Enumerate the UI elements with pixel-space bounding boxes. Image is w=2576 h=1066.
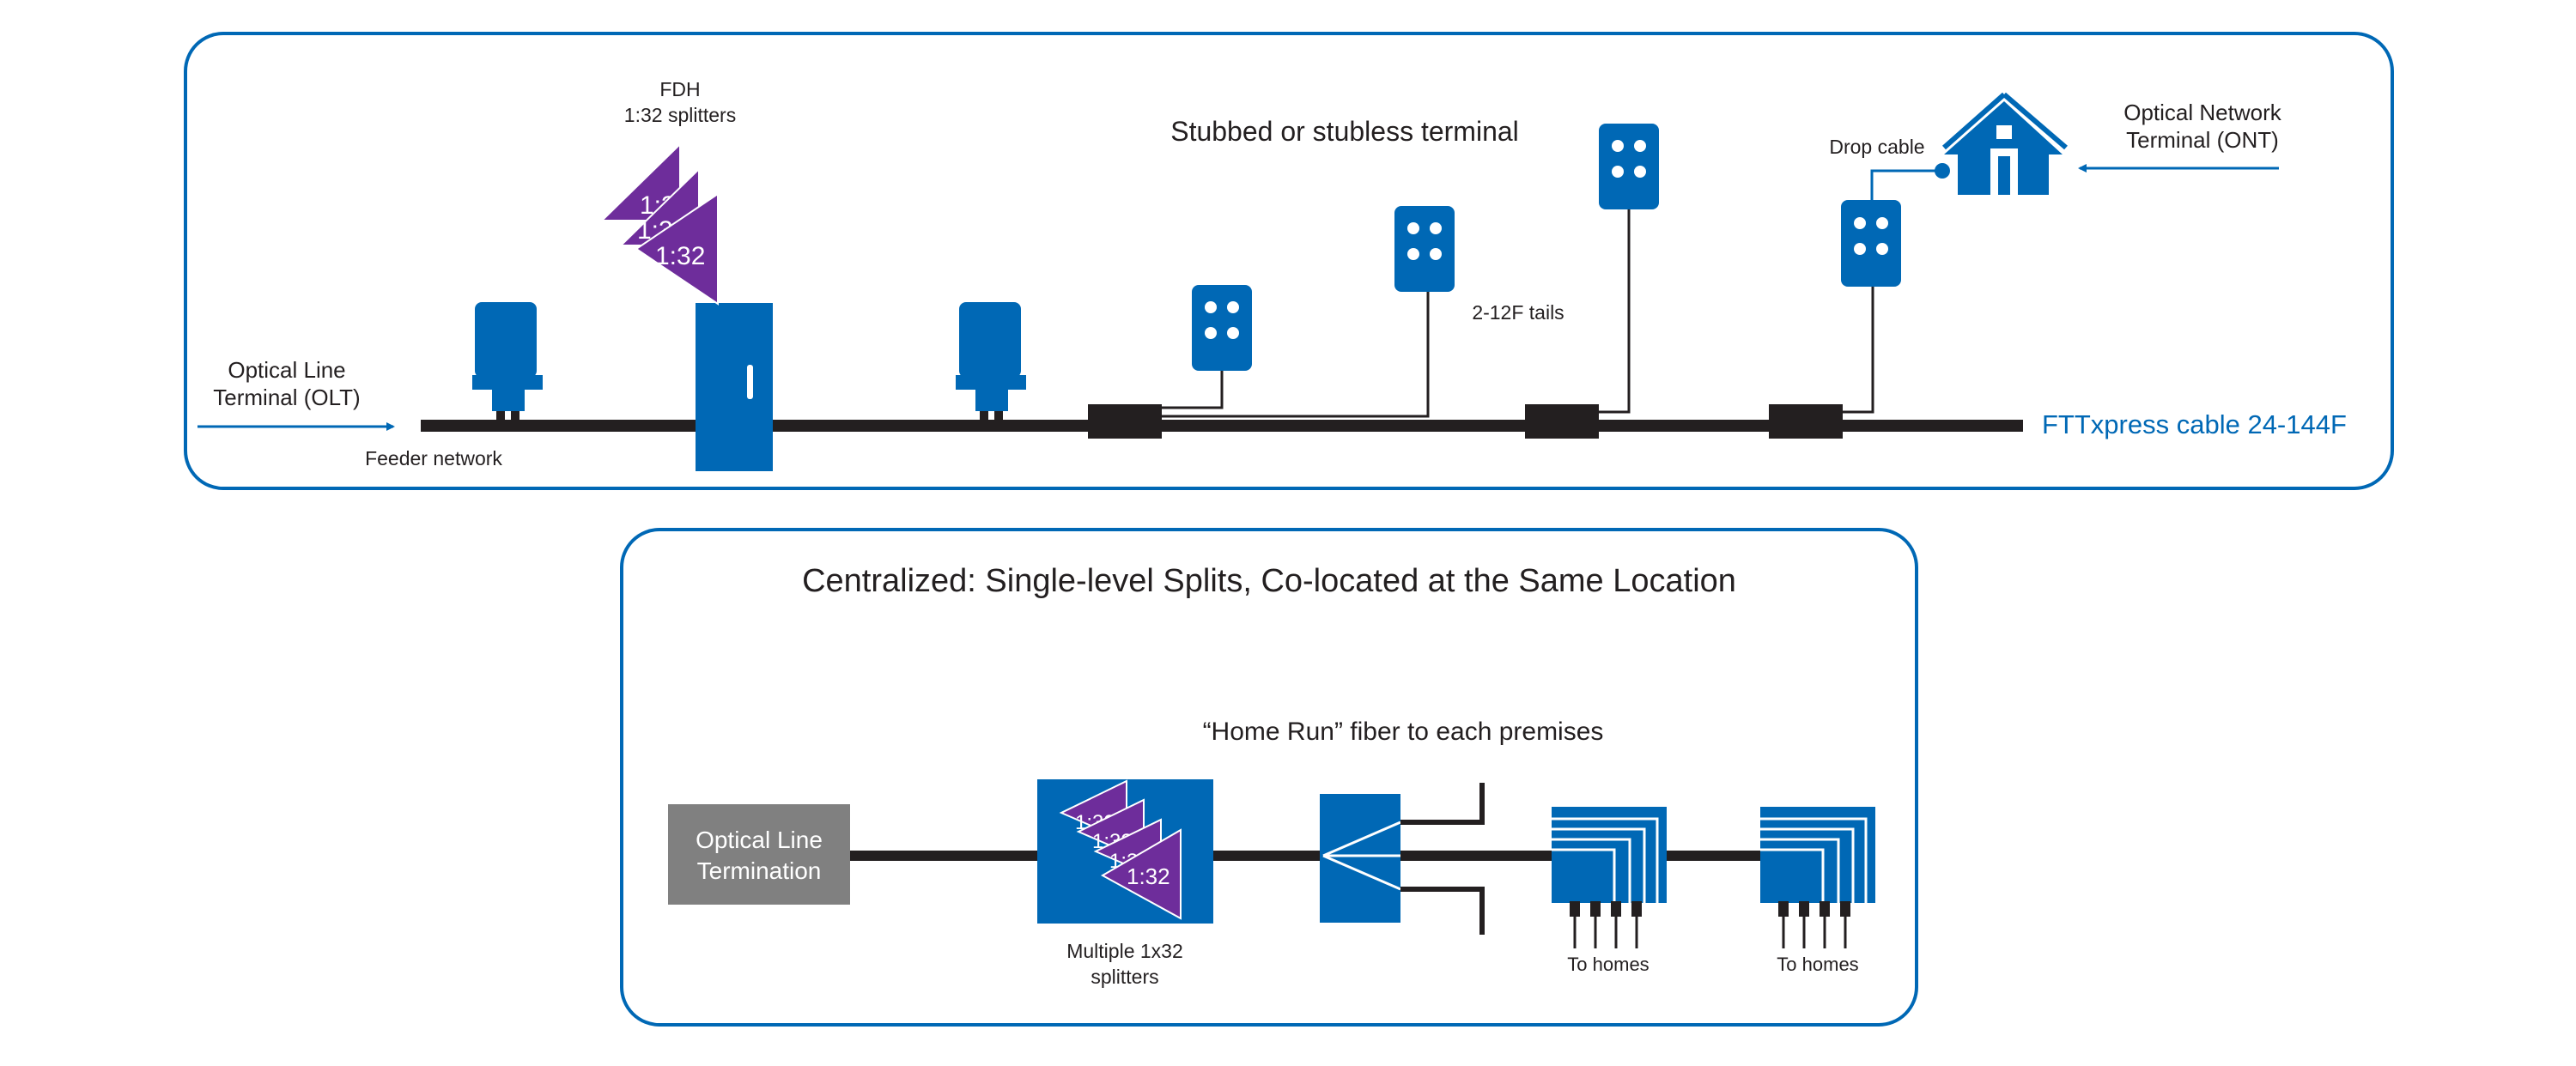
tail-line <box>1599 209 1631 414</box>
drop-cable-line <box>1870 169 1942 200</box>
tail-line <box>1162 292 1430 418</box>
pedestal-icon <box>472 302 543 425</box>
to-homes-label-1: To homes <box>1567 954 1649 975</box>
fdh-label-line2: 1:32 splitters <box>624 104 736 126</box>
splitter-box-icon: 1:32 1:32 1:32 1:32 <box>1037 779 1213 924</box>
terminal-icon <box>1841 200 1901 287</box>
tail-line <box>1162 367 1224 409</box>
bottom-title: Centralized: Single-level Splits, Co-loc… <box>802 563 1736 599</box>
splice-closure-icon <box>1769 404 1843 439</box>
terminal-icon <box>1192 285 1252 371</box>
olt-label-line1: Optical Line <box>228 357 345 383</box>
svg-text:Optical Line: Optical Line <box>696 827 823 853</box>
distribution-panel-icon <box>1760 807 1875 948</box>
top-panel-frame <box>184 32 2394 490</box>
ont-label-line1: Optical Network <box>2123 100 2281 125</box>
svg-text:Termination: Termination <box>697 857 822 884</box>
home-run-label: “Home Run” fiber to each premises <box>1203 718 1604 746</box>
connector-icon <box>1935 163 1950 179</box>
fdh-splitter-label: 1:32 <box>655 242 705 270</box>
splitter-icon: 1:32 <box>635 192 719 306</box>
terminal-icon <box>1394 206 1455 292</box>
pedestal-icon <box>956 302 1026 425</box>
house-icon <box>1942 92 2068 195</box>
distribution-panel-icon <box>1552 807 1667 948</box>
fdh-splitters: 1:32 1:32 1:32 <box>599 142 719 306</box>
fdh-cabinet-icon <box>696 303 773 471</box>
splice-closure-icon <box>1088 404 1162 439</box>
bottom-splitter-label: 1:32 <box>1127 863 1170 889</box>
ont-label-line2: Terminal (ONT) <box>2126 127 2279 153</box>
cable-label: FTTxpress cable 24-144F <box>2042 409 2347 439</box>
bottom-panel: Centralized: Single-level Splits, Co-loc… <box>620 528 1918 1027</box>
fdh-label-line1: FDH <box>659 78 700 100</box>
terminal-icon <box>1599 124 1659 209</box>
bottom-panel-frame <box>620 528 1918 1027</box>
tails-label: 2-12F tails <box>1472 301 1564 324</box>
splitters-caption-line1: Multiple 1x32 <box>1066 940 1183 962</box>
splice-closure-icon <box>1525 404 1599 439</box>
olt-termination-box: Optical Line Termination <box>668 804 850 905</box>
feeder-cable <box>421 420 2023 432</box>
tail-line <box>1843 287 1874 414</box>
splitter-icon: 1:32 <box>1100 828 1182 920</box>
top-panel: Optical Line Terminal (OLT) Feeder netwo… <box>184 32 2394 490</box>
terminal-title: Stubbed or stubless terminal <box>1170 116 1519 147</box>
fanout-icon <box>1320 783 1485 935</box>
feeder-network-label: Feeder network <box>365 447 502 469</box>
drop-cable-label: Drop cable <box>1829 136 1924 158</box>
to-homes-label-2: To homes <box>1777 954 1858 975</box>
splitters-caption-line2: splitters <box>1091 966 1158 988</box>
olt-label-line2: Terminal (OLT) <box>213 385 360 410</box>
